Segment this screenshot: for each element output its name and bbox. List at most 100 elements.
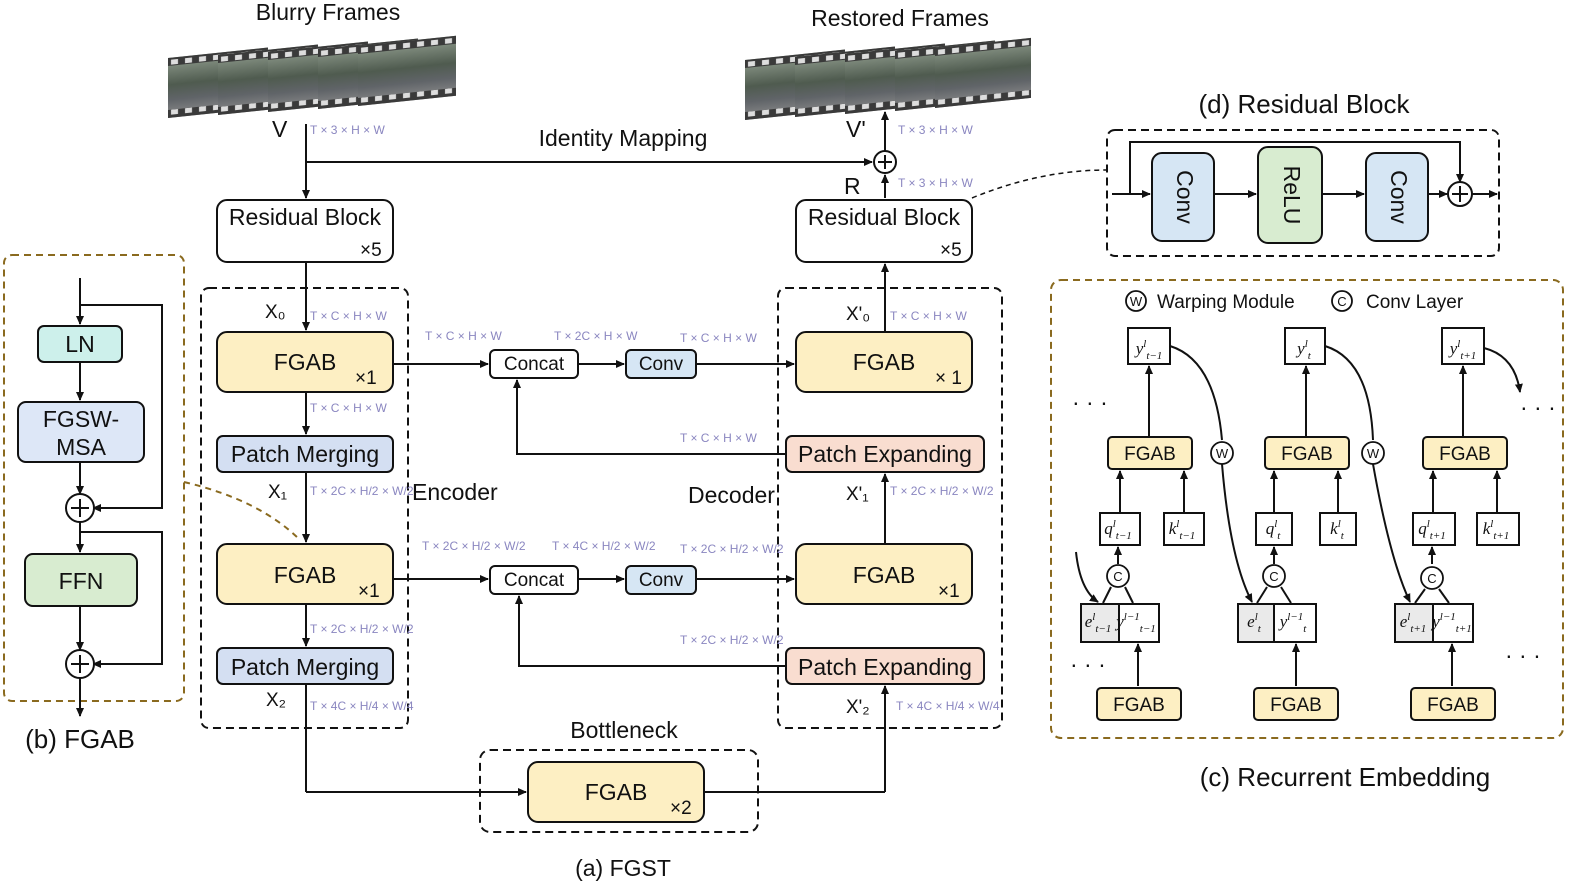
svg-text:Patch Merging: Patch Merging [231,441,379,467]
v-label: V [272,116,288,142]
resblock-conv-1: Conv [1151,152,1215,242]
concat-1: Concat [489,349,579,379]
dim-x2-prime: T × 4C × H/4 × W/4 [896,699,1000,713]
svg-text:Patch Expanding: Patch Expanding [798,441,972,467]
dim-x1-prime: T × 2C × H/2 × W/2 [890,484,994,498]
svg-text:ylt: ylt [1295,338,1312,362]
dim-enc2-down: T × 2C × H/2 × W/2 [310,622,414,636]
decoder-label: Decoder [688,482,775,508]
resblock-relu: ReLU [1257,146,1323,244]
fgab-bottleneck: FGAB ×2 [527,761,705,823]
residual-block-left: Residual Block ×5 [216,199,394,263]
svg-text:Concat: Concat [504,570,565,591]
fgab-panel-group [3,254,185,702]
svg-text:Warping Module: Warping Module [1157,292,1295,313]
ellipsis-4: · · · [1505,642,1541,668]
fgab-caption: (b) FGAB [25,724,135,754]
svg-text:W: W [1130,294,1143,309]
dim-skip2-a: T × 2C × H/2 × W/2 [422,539,526,553]
x0-prime-label: X'₀ [846,304,870,325]
svg-text:×1: ×1 [355,368,377,389]
svg-text:FGAB: FGAB [274,562,337,588]
svg-text:×5: ×5 [360,240,382,261]
svg-text:FGSW-: FGSW- [43,406,119,432]
svg-text:C: C [1113,569,1122,584]
encoder-label: Encoder [412,479,498,505]
svg-text:FGAB: FGAB [1113,695,1165,716]
conv-2: Conv [625,565,697,595]
blurry-frames-label: Blurry Frames [256,0,400,25]
svg-text:ReLU: ReLU [1279,166,1305,225]
dim-input: T × 3 × H × W [310,123,385,137]
resblock-conv-2: Conv [1365,152,1429,242]
svg-text:Concat: Concat [504,354,565,375]
recurrent-column-t-minus-1: ylt−1 FGAB qlt−1 klt−1 C elt−1 yl−1t−1 F… [1075,327,1205,721]
svg-text:FGAB: FGAB [1439,444,1491,465]
encoder-group [200,287,409,729]
ellipsis-1: · · · [1072,389,1108,415]
svg-text:FGAB: FGAB [853,349,916,375]
svg-text:Residual Block: Residual Block [229,204,382,230]
conv-layer-legend: C Conv Layer [1331,290,1464,313]
svg-text:FGAB: FGAB [1124,444,1176,465]
blurry-frames-image [168,35,456,118]
svg-text:× 1: × 1 [935,368,962,389]
svg-text:MSA: MSA [56,434,107,460]
identity-mapping-label: Identity Mapping [539,125,708,151]
fgab-encoder-1: FGAB ×1 [216,331,394,393]
svg-text:FFN: FFN [59,568,104,594]
fgab-decoder-1: FGAB × 1 [795,331,973,393]
fgab-msa-block: FGSW- MSA [17,401,145,463]
recurrent-panel-group [1050,279,1564,739]
decoder-group [777,287,1003,729]
svg-text:C: C [1269,569,1278,584]
dim-skip2-b: T × 4C × H/2 × W/2 [552,539,656,553]
svg-text:FGAB: FGAB [1281,444,1333,465]
svg-text:ylt−1: ylt−1 [1134,338,1163,362]
recurrent-column-t: ylt FGAB qlt klt C elt yl−1t FGAB [1237,327,1357,721]
concat-2: Concat [489,565,579,595]
svg-text:FGAB: FGAB [1270,695,1322,716]
dim-x0-prime: T × C × H × W [890,309,967,323]
dim-output: T × 3 × H × W [898,123,973,137]
v-prime-label: V' [846,116,866,142]
svg-text:Conv Layer: Conv Layer [1366,292,1464,313]
dim-x0: T × C × H × W [310,309,387,323]
dim-skip1-c: T × C × H × W [680,331,757,345]
bottleneck-label: Bottleneck [570,717,678,743]
patch-merging-1: Patch Merging [216,435,394,473]
dim-skip1-a: T × C × H × W [425,329,502,343]
x0-label: X₀ [265,302,286,323]
svg-text:Residual Block: Residual Block [808,204,961,230]
svg-text:×1: ×1 [938,581,960,602]
svg-text:W: W [1367,446,1380,461]
svg-text:FGAB: FGAB [853,562,916,588]
patch-merging-2: Patch Merging [216,647,394,685]
residual-block-caption: (d) Residual Block [1199,89,1411,119]
svg-text:×1: ×1 [358,581,380,602]
fgab-ln-block: LN [37,325,123,363]
dim-skip1-b: T × 2C × H × W [554,329,638,343]
r-label: R [844,173,861,199]
fgab-add-2 [65,649,95,679]
dim-x2: T × 4C × H/4 × W/4 [310,699,414,713]
fgab-decoder-2: FGAB ×1 [795,543,973,605]
patch-expanding-1: Patch Expanding [785,435,985,473]
svg-text:FGAB: FGAB [1427,695,1479,716]
ellipsis-2: · · · [1520,394,1556,420]
x2-prime-label: X'₂ [846,697,870,718]
dim-x1: T × 2C × H/2 × W/2 [310,484,414,498]
dim-expand2: T × 2C × H/2 × W/2 [680,633,784,647]
warping-path-2: W [1324,345,1411,603]
svg-text:W: W [1216,446,1229,461]
restored-frames-label: Restored Frames [811,5,989,31]
x2-label: X₂ [266,690,286,711]
svg-text:FGAB: FGAB [274,349,337,375]
svg-text:×5: ×5 [940,240,962,261]
fgst-caption: (a) FGST [575,855,671,881]
svg-text:FGAB: FGAB [585,779,648,805]
svg-text:C: C [1427,571,1436,586]
x1-label: X₁ [268,482,287,503]
warping-path-1: W [1169,345,1253,603]
